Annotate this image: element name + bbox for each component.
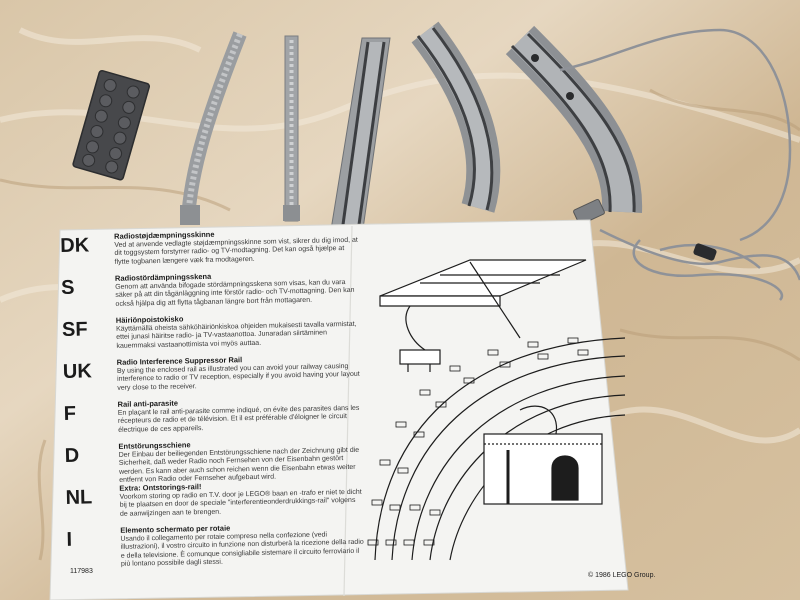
track-suppressor-rail bbox=[505, 25, 643, 226]
section-text: Ved at anvende vedlagte støjdæmpningsski… bbox=[114, 236, 358, 266]
track-curved bbox=[411, 21, 501, 213]
track-straight-thin bbox=[283, 35, 300, 222]
cable-clip bbox=[693, 243, 717, 261]
section-i: I Elemento schermato per rotaie Usando i… bbox=[66, 520, 367, 568]
section-s: S Radiostördämpningsskena Genom att anvä… bbox=[61, 268, 362, 316]
language-code: I bbox=[66, 528, 73, 551]
instruction-sheet bbox=[49, 219, 629, 600]
section-dk: DK Radiostøjdæmpningsskinne Ved at anven… bbox=[60, 226, 361, 274]
language-code: D bbox=[64, 444, 80, 467]
power-cable bbox=[559, 28, 800, 301]
section-text: En plaçant le rail anti-parasite comme i… bbox=[117, 404, 360, 434]
language-code: NL bbox=[65, 486, 93, 509]
section-text: By using the enclosed rail as illustrate… bbox=[116, 362, 360, 392]
lego-brick bbox=[72, 69, 151, 181]
language-code: UK bbox=[62, 360, 93, 383]
track-layout-illustration bbox=[367, 259, 626, 561]
section-text: Genom att använda bifogade stördämpnings… bbox=[115, 278, 355, 308]
track-curved-thin bbox=[180, 31, 247, 225]
section-text: Voorkom storing op radio en T.V. door je… bbox=[119, 488, 362, 518]
section-body: Rail anti-parasite En plaçant le rail an… bbox=[118, 396, 364, 435]
section-text: Käyttämällä oheista sähköhäiriönkiskoa o… bbox=[115, 320, 357, 350]
section-body: Häiriönpoistokisko Käyttämällä oheista s… bbox=[116, 312, 362, 351]
section-body: Radiostøjdæmpningsskinne Ved at anvende … bbox=[114, 228, 360, 267]
section-nl: NL Extra: Ontstorings-rail! Voorkom stor… bbox=[65, 478, 366, 526]
section-body: Extra: Ontstorings-rail! Voorkom storing… bbox=[119, 480, 365, 519]
section-uk: UK Radio Interference Suppressor Rail By… bbox=[63, 352, 364, 400]
section-text: Usando il collegamento per rotaie compre… bbox=[120, 530, 364, 568]
section-body: Radio Interference Suppressor Rail By us… bbox=[117, 354, 363, 393]
section-sf: SF Häiriönpoistokisko Käyttämällä oheist… bbox=[62, 310, 363, 358]
language-code: DK bbox=[60, 234, 90, 257]
section-f: F Rail anti-parasite En plaçant le rail … bbox=[64, 394, 365, 442]
copyright-notice: © 1986 LEGO Group. bbox=[588, 572, 656, 579]
language-code: S bbox=[60, 276, 75, 299]
section-body: Elemento schermato per rotaie Usando il … bbox=[120, 522, 366, 570]
part-number: 117983 bbox=[70, 568, 93, 575]
track-straight bbox=[329, 37, 391, 237]
instruction-text-column: DK Radiostøjdæmpningsskinne Ved at anven… bbox=[60, 226, 367, 568]
marble-dark-veins bbox=[0, 88, 800, 561]
section-d: D Entstörungsschiene Der Einbau der beil… bbox=[64, 436, 365, 484]
language-code: F bbox=[63, 402, 77, 425]
section-body: Radiostördämpningsskena Genom att använd… bbox=[115, 270, 361, 309]
language-code: SF bbox=[61, 318, 88, 341]
